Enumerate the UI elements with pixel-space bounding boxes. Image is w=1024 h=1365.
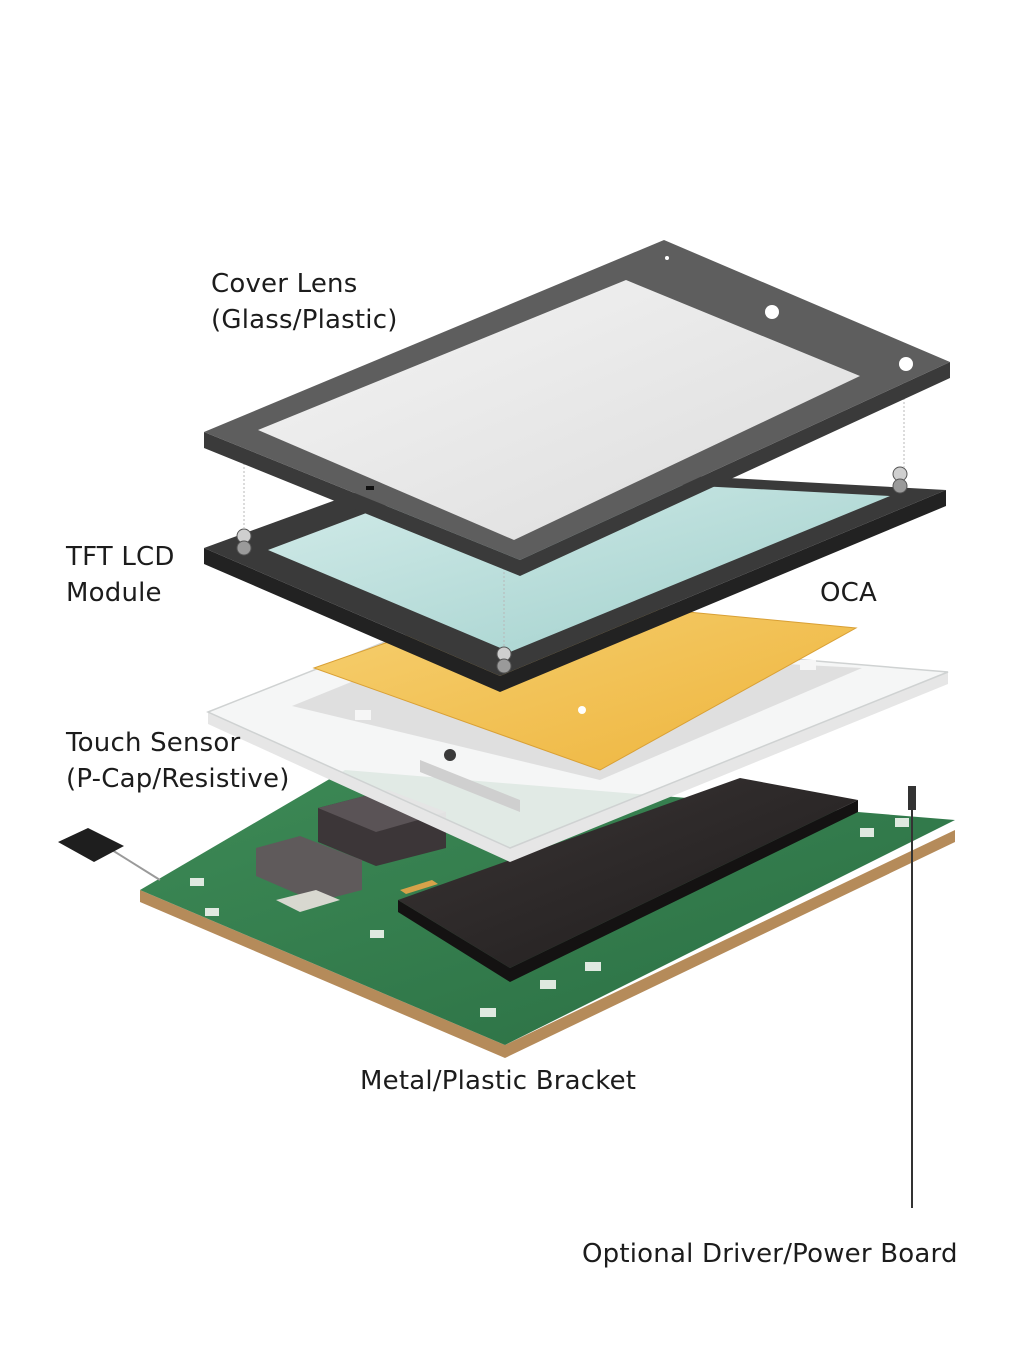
pcb-connector [276,890,340,912]
cover-lens-slot [366,486,374,490]
touch-sensor-hole [444,749,456,761]
label-tft-lcd-line2: Module [66,578,162,608]
pcb-chip-medium [256,836,362,902]
cover-lens-hole-small [665,256,669,260]
cover-lens-layer [204,240,950,576]
label-tft-lcd: TFT LCD Module [66,539,175,611]
driver-board-lead [908,786,916,1208]
driver-board-pin [908,786,916,810]
label-bracket-line1: Metal/Plastic Bracket [360,1066,637,1096]
flex-tab [58,828,124,862]
label-cover-lens-line1: Cover Lens [211,269,358,299]
pcb-pad [190,878,204,886]
cover-lens-glass [258,280,860,540]
touch-sensor-pad [355,710,371,720]
pcb-pad [895,818,909,827]
label-touch-sensor: Touch Sensor (P-Cap/Resistive) [66,725,290,797]
label-driver-board: Optional Driver/Power Board [582,1236,958,1272]
pcb-pad [205,908,219,916]
cover-lens-edge [204,362,950,576]
pcb-bracket-layer [58,770,955,1058]
touch-sensor-block [420,760,520,812]
pcb-pad [540,980,556,989]
cover-lens-hole [765,305,779,319]
cover-lens-hole [899,357,913,371]
label-oca-line1: OCA [820,578,878,608]
pcb-pad [480,1008,496,1017]
oca-alignment-dot [578,706,586,714]
label-touch-sensor-line1: Touch Sensor [66,728,241,758]
pcb-pad [370,930,384,938]
touch-sensor-pad [800,660,816,670]
label-touch-sensor-line2: (P-Cap/Resistive) [66,764,290,794]
battery [398,778,858,968]
lcd-standoffs [236,466,908,674]
alignment-threads [243,378,905,648]
pcb-pad [860,828,874,837]
label-bracket: Metal/Plastic Bracket [360,1063,636,1099]
pcb-pad [585,962,601,971]
battery-tab [400,880,438,894]
label-driver-board-line1: Optional Driver/Power Board [582,1239,958,1269]
label-oca: OCA [820,575,877,611]
label-tft-lcd-line1: TFT LCD [66,542,175,572]
label-cover-lens: Cover Lens (Glass/Plastic) [211,266,398,338]
label-cover-lens-line2: (Glass/Plastic) [211,305,398,335]
touch-sensor-edge [208,672,948,862]
flex-cable [111,849,161,881]
lcd-frame-edge [204,490,946,692]
